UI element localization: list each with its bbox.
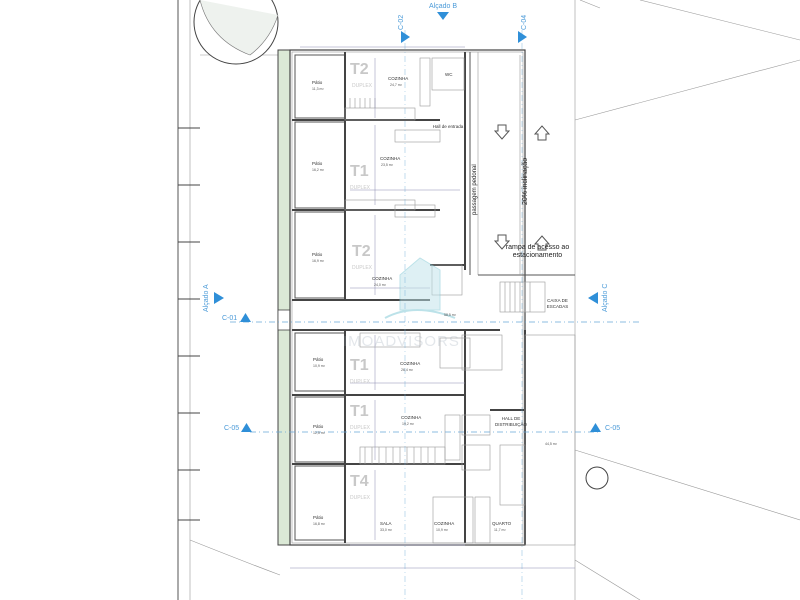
hall-entrada-label: Hall de entrada — [433, 124, 464, 129]
svg-text:Pátio: Pátio — [312, 161, 323, 166]
unit-t1-c: T1 DUPLEX COZINHA 19,2 m² Pátio 12,5 m² — [313, 403, 421, 435]
svg-text:10,9 m²: 10,9 m² — [313, 364, 326, 368]
svg-text:12,5 m²: 12,5 m² — [313, 431, 326, 435]
stair-box-label: CAIXA DE ESCADAS — [546, 298, 569, 309]
parking-area-label: 44,5 m² — [545, 442, 558, 446]
svg-text:COZINHA: COZINHA — [388, 76, 408, 81]
svg-text:16,8 m²: 16,8 m² — [313, 522, 326, 526]
c04-label: C-04 — [521, 15, 528, 30]
section-marker-c01[interactable]: C-01 — [222, 313, 251, 322]
svg-text:24,0 m²: 24,0 m² — [374, 283, 387, 287]
svg-text:DUPLEX: DUPLEX — [350, 185, 371, 191]
watermark-logo: IMOADVISORS — [343, 257, 460, 350]
alcado-a-label: Alçado A — [203, 284, 210, 312]
svg-text:DUPLEX: DUPLEX — [350, 379, 371, 385]
c02-label: C-02 — [398, 15, 405, 30]
triangle-marker-icon — [588, 292, 598, 304]
section-marker-alcado-b[interactable]: Alçado B — [429, 3, 457, 20]
svg-text:T4: T4 — [350, 473, 369, 490]
building — [289, 46, 575, 569]
alcado-c-label: Alçado C — [602, 284, 609, 312]
unit-t1-b: T1 DUPLEX COZINHA 26,4 m² Pátio 10,9 m² — [313, 357, 420, 385]
site-boundary — [177, 0, 800, 600]
alcado-b-label: Alçado B — [429, 3, 457, 10]
svg-text:24,7 m²: 24,7 m² — [390, 83, 403, 87]
svg-text:16,2 m²: 16,2 m² — [312, 168, 325, 172]
tree-circle-icon — [585, 466, 609, 490]
unit-t2-top: T2 DUPLEX COZINHA 24,7 m² Pátio 11,3 m² — [312, 61, 408, 91]
svg-text:16,9 m²: 16,9 m² — [312, 259, 325, 263]
unit-t4: T4 DUPLEX SALA 33,0 m² COZINHA 10,9 m² Q… — [313, 473, 512, 532]
svg-text:11,7 m²: 11,7 m² — [494, 528, 506, 532]
unit-t1-a: T1 DUPLEX COZINHA 23,5 m² Pátio 16,2 m² — [312, 156, 400, 191]
svg-text:Pátio: Pátio — [313, 357, 324, 362]
wc-label: WC — [445, 72, 453, 77]
svg-text:DUPLEX: DUPLEX — [352, 83, 373, 89]
svg-text:Pátio: Pátio — [312, 252, 323, 257]
svg-text:T1: T1 — [350, 163, 369, 180]
triangle-marker-icon — [241, 423, 252, 432]
green-strip — [277, 49, 291, 546]
section-marker-c04[interactable]: C-04 — [518, 15, 528, 43]
c01-label: C-01 — [222, 315, 237, 322]
slope-label: 20% inclinação — [522, 158, 529, 205]
unit-t2-b: T2 DUPLEX COZINHA 24,0 m² Pátio 16,9 m² — [312, 243, 392, 287]
triangle-marker-icon — [518, 31, 527, 43]
svg-text:Pátio: Pátio — [312, 80, 323, 85]
svg-text:COZINHA: COZINHA — [401, 415, 421, 420]
section-marker-c02[interactable]: C-02 — [398, 15, 410, 43]
triangle-marker-icon — [401, 31, 410, 43]
svg-text:11,3 m²: 11,3 m² — [312, 87, 324, 91]
distribution-hall-label: HALL DE DISTRIBUIÇÃO — [494, 416, 527, 427]
section-marker-alcado-a[interactable]: Alçado A — [203, 284, 224, 312]
svg-text:T2: T2 — [352, 243, 371, 260]
svg-text:COZINHA: COZINHA — [380, 156, 400, 161]
parking-ramp — [469, 52, 576, 546]
svg-text:QUARTO: QUARTO — [492, 521, 512, 526]
section-marker-c05-right[interactable]: C-05 — [590, 423, 620, 432]
c05-label: C-05 — [605, 425, 620, 432]
svg-text:10,9 m²: 10,9 m² — [436, 528, 449, 532]
triangle-marker-icon — [240, 313, 251, 322]
svg-text:T2: T2 — [350, 61, 369, 78]
svg-text:23,5 m²: 23,5 m² — [381, 163, 394, 167]
svg-text:Pátio: Pátio — [313, 515, 324, 520]
svg-text:SALA: SALA — [380, 521, 392, 526]
svg-text:DUPLEX: DUPLEX — [350, 495, 371, 501]
svg-text:COZINHA: COZINHA — [372, 276, 392, 281]
svg-text:DUPLEX: DUPLEX — [350, 425, 371, 431]
svg-text:COZINHA: COZINHA — [434, 521, 454, 526]
svg-text:19,2 m²: 19,2 m² — [402, 422, 415, 426]
svg-text:T1: T1 — [350, 403, 369, 420]
c05-label: C-05 — [224, 425, 239, 432]
svg-text:26,4 m²: 26,4 m² — [401, 368, 414, 372]
svg-text:IMOADVISORS: IMOADVISORS — [343, 333, 460, 350]
svg-text:Pátio: Pátio — [313, 424, 324, 429]
tree-icon — [193, 0, 279, 65]
common-area-label: 58,5 m² — [444, 313, 457, 317]
svg-text:DUPLEX: DUPLEX — [352, 265, 373, 271]
svg-text:33,0 m²: 33,0 m² — [380, 528, 393, 532]
passagem-pedonal-label: passagem pedonal — [472, 164, 478, 215]
section-marker-alcado-c[interactable]: Alçado C — [588, 284, 609, 312]
triangle-marker-icon — [437, 12, 449, 20]
section-marker-c05-left[interactable]: C-05 — [224, 423, 252, 432]
ramp-label: rampa de acesso ao estacionamento — [505, 244, 570, 259]
svg-text:T1: T1 — [350, 357, 369, 374]
triangle-marker-icon — [214, 292, 224, 304]
svg-text:COZINHA: COZINHA — [400, 361, 420, 366]
triangle-marker-icon — [590, 423, 601, 432]
patios — [294, 54, 346, 541]
